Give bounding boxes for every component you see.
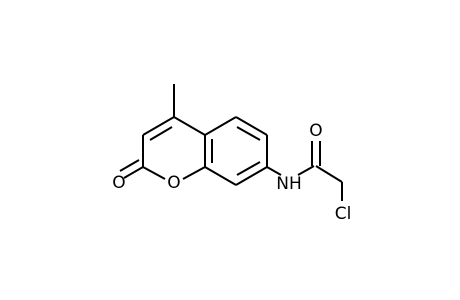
chlorine-label: Cl [335, 204, 352, 224]
amide-oxygen-label: O [309, 121, 322, 141]
bond-c3-c4 [142, 116, 175, 136]
bond-c7-c8 [235, 166, 268, 186]
bond-c4a-c5 [204, 116, 237, 136]
bond-c2-o-carbonyl-2 [119, 159, 140, 172]
bond-c-ch2 [315, 165, 343, 183]
bond-c7-c8-inner [236, 161, 261, 176]
bond-c3-c4-inner [149, 126, 173, 141]
bond-c5-c6 [235, 116, 268, 136]
bond-n-c-carbonyl [297, 165, 315, 176]
bond-c7-n [266, 166, 282, 176]
bond-o1-c2 [142, 166, 166, 180]
bond-c8-c8a [204, 166, 237, 186]
amide-nitrogen-label: NH [276, 174, 302, 194]
ring-oxygen-label: O [167, 173, 180, 193]
lactone-carbonyl-oxygen-label: O [112, 173, 125, 193]
bond-c5-c6-inner [236, 126, 261, 141]
bond-c4-c4a [173, 116, 206, 136]
bond-c2-o-carbonyl [123, 166, 144, 179]
bond-c8a-o1 [182, 166, 206, 180]
